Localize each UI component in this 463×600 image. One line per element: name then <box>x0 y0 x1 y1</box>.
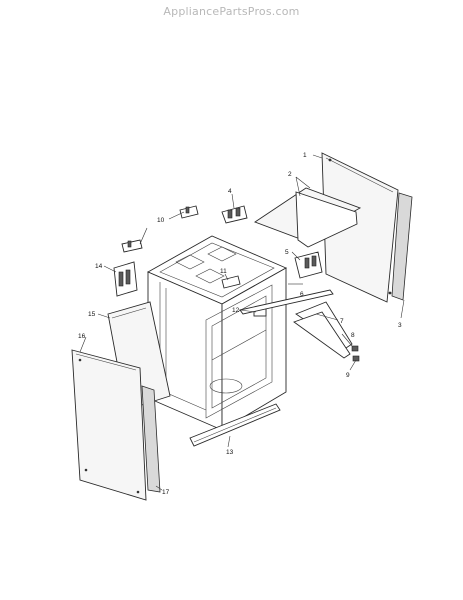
part-17-gasket-strip[interactable] <box>141 385 161 493</box>
site-watermark: AppliancePartsPros.com <box>163 5 300 18</box>
callout-2: 2 <box>288 171 292 178</box>
part-2-top-panel[interactable] <box>254 187 362 248</box>
part-7-rail[interactable] <box>293 301 353 359</box>
callout-5: 5 <box>285 249 289 256</box>
callout-10: 10 <box>157 217 165 224</box>
callout-11: 11 <box>220 268 227 275</box>
part-14-bracket[interactable] <box>113 261 138 297</box>
part-10-clip-upper[interactable] <box>179 205 199 219</box>
callout-17: 17 <box>162 489 170 496</box>
part-9-clip[interactable] <box>352 355 360 362</box>
callout-4: 4 <box>228 188 232 195</box>
part-10-clip-lower[interactable] <box>121 239 143 253</box>
callout-12: 12 <box>232 307 240 314</box>
callout-14: 14 <box>95 263 103 270</box>
part-11-bracket[interactable] <box>221 275 241 289</box>
callout-16: 16 <box>78 333 86 340</box>
part-4-bracket[interactable] <box>221 205 248 224</box>
part-3-side-strip[interactable] <box>391 192 413 301</box>
callout-7: 7 <box>340 318 344 325</box>
callout-6: 6 <box>300 291 304 298</box>
part-13-kickplate[interactable] <box>189 403 281 447</box>
callout-9: 9 <box>346 372 350 379</box>
callout-1: 1 <box>303 152 307 159</box>
callout-15: 15 <box>88 311 96 318</box>
dishwasher-tub-frame <box>146 235 288 431</box>
callout-8: 8 <box>351 332 355 339</box>
part-5-bracket[interactable] <box>294 251 323 279</box>
callout-labels: 1 2 3 4 5 6 7 8 9 10 11 12 13 14 15 16 1… <box>78 152 402 496</box>
leader-lines <box>79 154 405 491</box>
part-8-clip[interactable] <box>351 345 359 352</box>
part-16-front-panel[interactable] <box>71 349 147 501</box>
part-6-rail[interactable] <box>239 289 334 315</box>
callout-13: 13 <box>226 449 234 456</box>
callout-3: 3 <box>398 322 402 329</box>
